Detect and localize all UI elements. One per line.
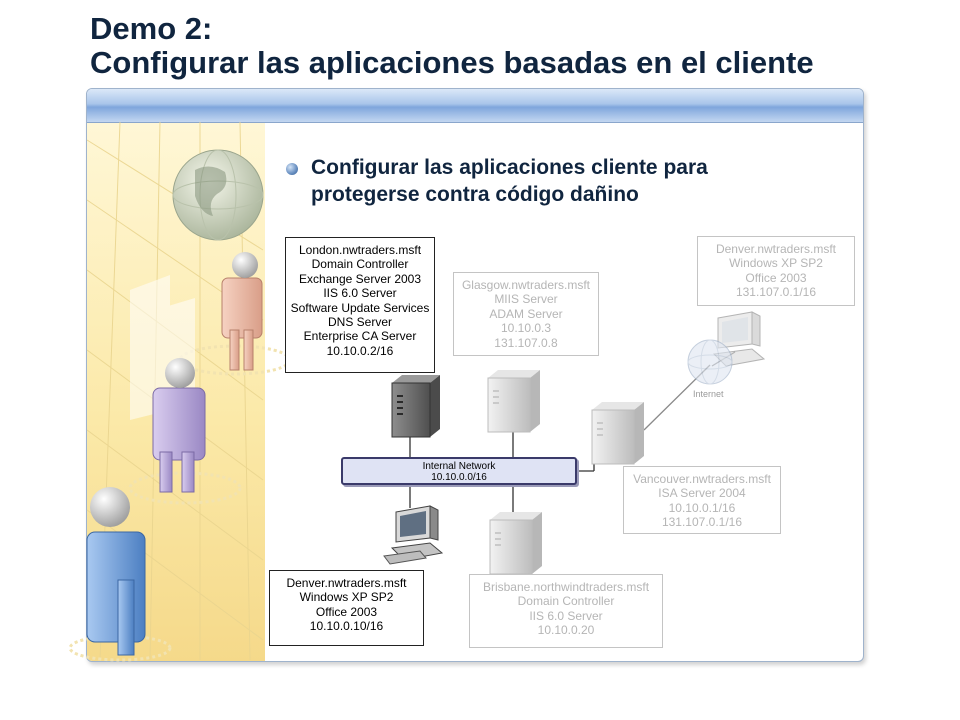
workstation-icon (383, 505, 444, 565)
node-denver-client-line: Denver.nwtraders.msft (286, 576, 407, 590)
node-glasgow: Glasgow.nwtraders.msft MIIS Server ADAM … (453, 272, 599, 356)
floor-ring-3 (68, 634, 172, 662)
node-brisbane-line: 10.10.0.20 (537, 623, 595, 638)
internal-network-subnet: 10.10.0.0/16 (431, 472, 487, 483)
workstation-icon (712, 311, 766, 367)
node-vancouver-line: ISA Server 2004 (658, 486, 746, 501)
node-glasgow-line: 10.10.0.3 (500, 321, 552, 336)
node-london-line: 10.10.0.2/16 (326, 343, 394, 358)
node-vancouver-line: 10.10.0.1/16 (668, 500, 736, 515)
node-denver-client-line: Office 2003 (315, 604, 378, 619)
node-london-line: Domain Controller (311, 257, 409, 272)
node-vancouver: Vancouver.nwtraders.msft ISA Server 2004… (623, 466, 781, 534)
frame-header-bar (87, 89, 863, 123)
internal-network-name: Internal Network (422, 461, 496, 472)
node-denver-client: Denver.nwtraders.msft Windows XP SP2 Off… (269, 570, 424, 646)
node-london-line: London.nwtraders.msft (298, 243, 422, 257)
bullet-text-line2: protegerse contra código dañino (311, 183, 639, 206)
bullet-text: Configurar las aplicaciones cliente para… (311, 154, 851, 208)
person-icon (86, 487, 146, 656)
node-denver-remote: Denver.nwtraders.msft Windows XP SP2 Off… (697, 236, 855, 306)
node-glasgow-line: MIIS Server (494, 292, 558, 307)
node-denver-client-line: Windows XP SP2 (299, 590, 394, 605)
internet-label: Internet (693, 389, 724, 399)
network-connectors (409, 432, 595, 512)
node-denver-remote-line: Windows XP SP2 (729, 256, 823, 271)
server-icon (487, 370, 540, 433)
node-london: London.nwtraders.msft Domain Controller … (285, 237, 435, 373)
floor-ring-2 (128, 471, 242, 505)
node-brisbane-line: Domain Controller (517, 594, 615, 609)
node-glasgow-line: Glasgow.nwtraders.msft (461, 278, 591, 292)
node-denver-remote-line: 131.107.0.1/16 (735, 285, 817, 300)
node-vancouver-line: Vancouver.nwtraders.msft (633, 472, 771, 486)
node-london-line: IIS 6.0 Server (323, 286, 397, 301)
server-icon (489, 512, 542, 575)
node-glasgow-line: ADAM Server (489, 306, 563, 321)
slide-title: Demo 2: Configurar las aplicaciones basa… (90, 12, 930, 80)
node-brisbane-line: Brisbane.northwindtraders.msft (482, 580, 650, 594)
person-icon (152, 358, 206, 493)
person-icon (221, 252, 263, 371)
node-denver-remote-line: Denver.nwtraders.msft (715, 242, 837, 256)
slide-title-line2: Configurar las aplicaciones basadas en e… (90, 45, 814, 80)
node-london-line: DNS Server (327, 315, 392, 330)
server-icon (591, 402, 644, 465)
node-london-line: Software Update Services (290, 300, 430, 315)
internet-globe-icon (687, 339, 733, 385)
node-denver-client-line: 10.10.0.10/16 (309, 619, 384, 634)
globe-icon (172, 149, 264, 241)
server-icon (391, 375, 440, 438)
node-london-line: Exchange Server 2003 (298, 271, 422, 286)
node-glasgow-line: 131.107.0.8 (494, 335, 558, 350)
internal-network-bar: Internal Network 10.10.0.0/16 (341, 457, 577, 485)
node-vancouver-line: 131.107.0.1/16 (661, 515, 743, 530)
node-denver-remote-line: Office 2003 (745, 270, 807, 285)
slide-title-line1: Demo 2: (90, 11, 213, 46)
node-london-line: Enterprise CA Server (303, 329, 417, 344)
node-brisbane: Brisbane.northwindtraders.msft Domain Co… (469, 574, 663, 648)
bullet-text-line1: Configurar las aplicaciones cliente para (311, 156, 708, 179)
bullet-icon (286, 163, 298, 175)
node-brisbane-line: IIS 6.0 Server (529, 608, 603, 623)
